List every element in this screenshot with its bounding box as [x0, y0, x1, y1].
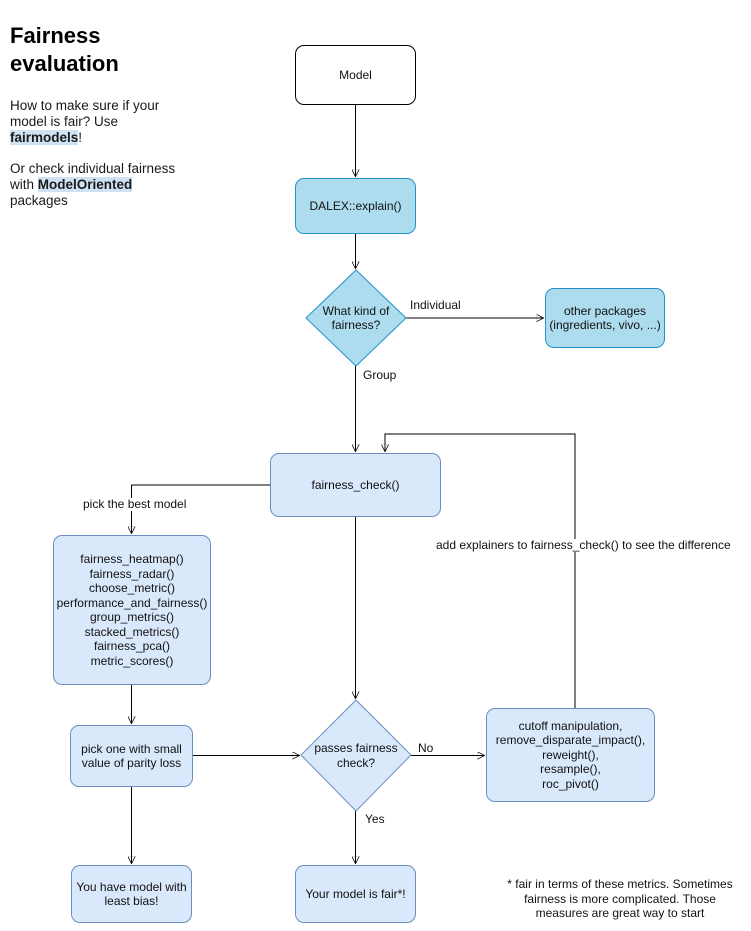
page-title: Fairness evaluation — [10, 23, 119, 76]
fairness-kind-text: What kind of fairness? — [322, 303, 390, 333]
intro-p2-text: Or check individual fairness with — [10, 161, 176, 192]
mitigation-line: remove_disparate_impact(), — [495, 733, 646, 748]
edge-mitigation-feedback-to-check — [385, 433, 576, 708]
function-line: fairness_pca() — [93, 639, 171, 653]
node-fairness-check-label: fairness_check() — [311, 477, 400, 492]
decision-passes-check-diamond — [300, 699, 412, 812]
node-dalex-label: DALEX::explain() — [309, 198, 402, 213]
edge-check-to-functions — [132, 484, 270, 533]
modeloriented-highlight: ModelOriented — [37, 177, 133, 192]
node-least-bias-label: You have model with least bias! — [76, 879, 187, 909]
mitigation-line: resample(), — [540, 762, 601, 777]
node-model: Model — [295, 45, 416, 105]
decision-fairness-kind-diamond — [305, 269, 407, 367]
edge-label-pick-best: pick the best model — [81, 497, 189, 511]
function-line: performance_and_fairness() — [56, 595, 208, 610]
footnote: * fair in terms of these metrics. Someti… — [500, 877, 740, 921]
intro-p1-suffix: ! — [78, 130, 83, 145]
fairmodels-highlight: fairmodels — [10, 130, 79, 145]
footnote-line: * fair in terms of these metrics. Someti… — [507, 877, 733, 891]
intro-paragraph-2: Or check individual fairness with ModelO… — [10, 161, 192, 209]
node-model-fair-label: Your model is fair*! — [305, 886, 406, 901]
edge-label-group: Group — [361, 368, 399, 382]
mitigation-line: cutoff manipulation, — [518, 718, 623, 733]
node-model-label: Model — [339, 67, 372, 82]
function-line: fairness_heatmap() — [80, 552, 184, 566]
mitigation-line: reweight(), — [542, 747, 599, 762]
node-other-packages: other packages (ingredients, vivo, ...) — [545, 288, 665, 348]
function-line: fairness_radar() — [89, 566, 175, 581]
edge-label-add-explainers: add explainers to fairness_check() to se… — [434, 538, 733, 552]
intro-block: Fairness evaluation How to make sure if … — [10, 22, 205, 224]
node-passes-check-label: passes fairness check? — [296, 700, 416, 811]
node-pick-one-label: pick one with small value of parity loss — [81, 741, 182, 771]
function-line: metric_scores() — [90, 653, 174, 668]
intro-p2-suffix: packages — [10, 193, 68, 208]
intro-p1-text: How to make sure if your model is fair? … — [10, 98, 160, 129]
node-pick-one: pick one with small value of parity loss — [70, 725, 193, 787]
mitigation-line: roc_pivot() — [542, 776, 599, 791]
function-line: stacked_metrics() — [84, 624, 180, 639]
node-model-fair: Your model is fair*! — [295, 865, 416, 923]
footnote-line: measures are great way to start — [535, 906, 705, 920]
edge-label-no: No — [416, 741, 436, 755]
node-other-packages-label: other packages (ingredients, vivo, ...) — [549, 303, 661, 333]
node-metric-functions: fairness_heatmap() fairness_radar() choo… — [53, 535, 211, 685]
edge-label-yes: Yes — [363, 812, 387, 826]
node-dalex-explain: DALEX::explain() — [295, 178, 416, 234]
node-fairness-kind-label: What kind of fairness? — [306, 270, 406, 366]
node-fairness-check: fairness_check() — [270, 453, 441, 517]
passes-check-text: passes fairness check? — [314, 741, 398, 770]
footnote-line: fairness is more complicated. Those — [524, 891, 716, 906]
function-line: choose_metric() — [88, 581, 176, 595]
edge-label-individual: Individual — [408, 298, 463, 312]
node-least-bias: You have model with least bias! — [71, 865, 192, 923]
node-mitigation: cutoff manipulation, remove_disparate_im… — [486, 708, 655, 802]
function-line: group_metrics() — [89, 610, 175, 624]
intro-paragraph-1: How to make sure if your model is fair? … — [10, 98, 192, 146]
